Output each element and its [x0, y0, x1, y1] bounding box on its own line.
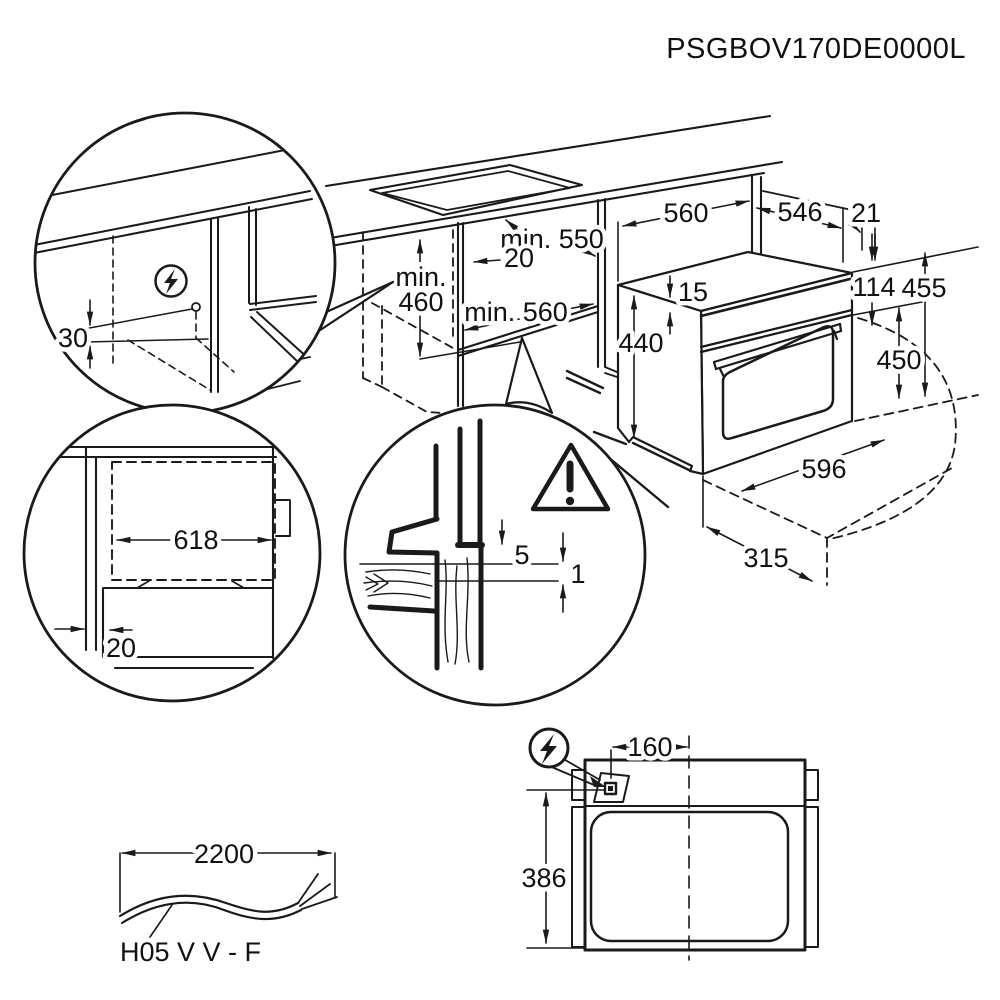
lightning-bolt-icon	[528, 727, 570, 769]
wood-grain	[363, 557, 470, 665]
dim-oven-21: 21	[851, 198, 881, 228]
lightning-bolt-icon	[154, 264, 188, 298]
oven-isometric-view	[616, 250, 854, 476]
power-cable-drawing	[118, 849, 338, 938]
dim-topview-386: 386	[521, 863, 566, 893]
dim-oven-114: 114	[852, 272, 895, 302]
callout-circle	[33, 111, 337, 415]
dim-topview-160: 160	[627, 732, 672, 762]
callout-circle	[343, 403, 647, 707]
niche-dimensions	[416, 219, 596, 357]
dim-panel-618: 618	[173, 525, 218, 555]
door-swing-projection	[702, 317, 979, 586]
cable	[118, 873, 338, 925]
dim-oven-440: 440	[618, 328, 663, 358]
dim-cable-2200: 2200	[194, 839, 254, 869]
phantom-oven-position	[362, 229, 491, 417]
callout-shelf-gap-detail: 5 1	[343, 336, 647, 707]
cable-type-label: H05 V V - F	[120, 937, 261, 967]
dim-gap-1: 1	[570, 559, 585, 589]
oven-top-view	[526, 727, 819, 961]
dim-niche-height-min-value: 460	[398, 287, 443, 317]
callout-pointer	[504, 336, 554, 415]
dim-oven-315: 315	[743, 543, 788, 573]
mounting-bracket	[275, 499, 291, 537]
dim-oven-560: 560	[663, 198, 708, 228]
outlet-point	[191, 302, 201, 312]
dim-niche-depth-min: min. 550	[500, 224, 604, 254]
oven-dimensions	[617, 200, 979, 582]
callout-circle	[22, 403, 322, 703]
dim-oven-596: 596	[801, 454, 846, 484]
callout-electrical-connection: 30	[33, 111, 395, 415]
oven-door-window	[721, 325, 835, 440]
dim-oven-450: 450	[876, 345, 921, 375]
dim-niche-top-gap: 20	[504, 243, 534, 273]
dim-oven-546: 546	[777, 197, 822, 227]
cooktop-cutout	[368, 163, 584, 217]
dim-oven-455: 455	[901, 273, 946, 303]
model-code: PSGBOV170DE0000L	[666, 33, 966, 65]
warning-triangle-icon	[530, 442, 611, 512]
dim-gap-5: 5	[514, 540, 529, 570]
callout-front-panel-view: 618 20	[22, 403, 322, 703]
dim-niche-height-min-label: min.	[395, 262, 446, 292]
dim-panel-20: 20	[106, 633, 136, 663]
dim-electrical-30: 30	[58, 323, 88, 353]
dim-oven-15: 15	[678, 277, 708, 307]
dim-niche-width-min: min. 560	[464, 297, 568, 327]
